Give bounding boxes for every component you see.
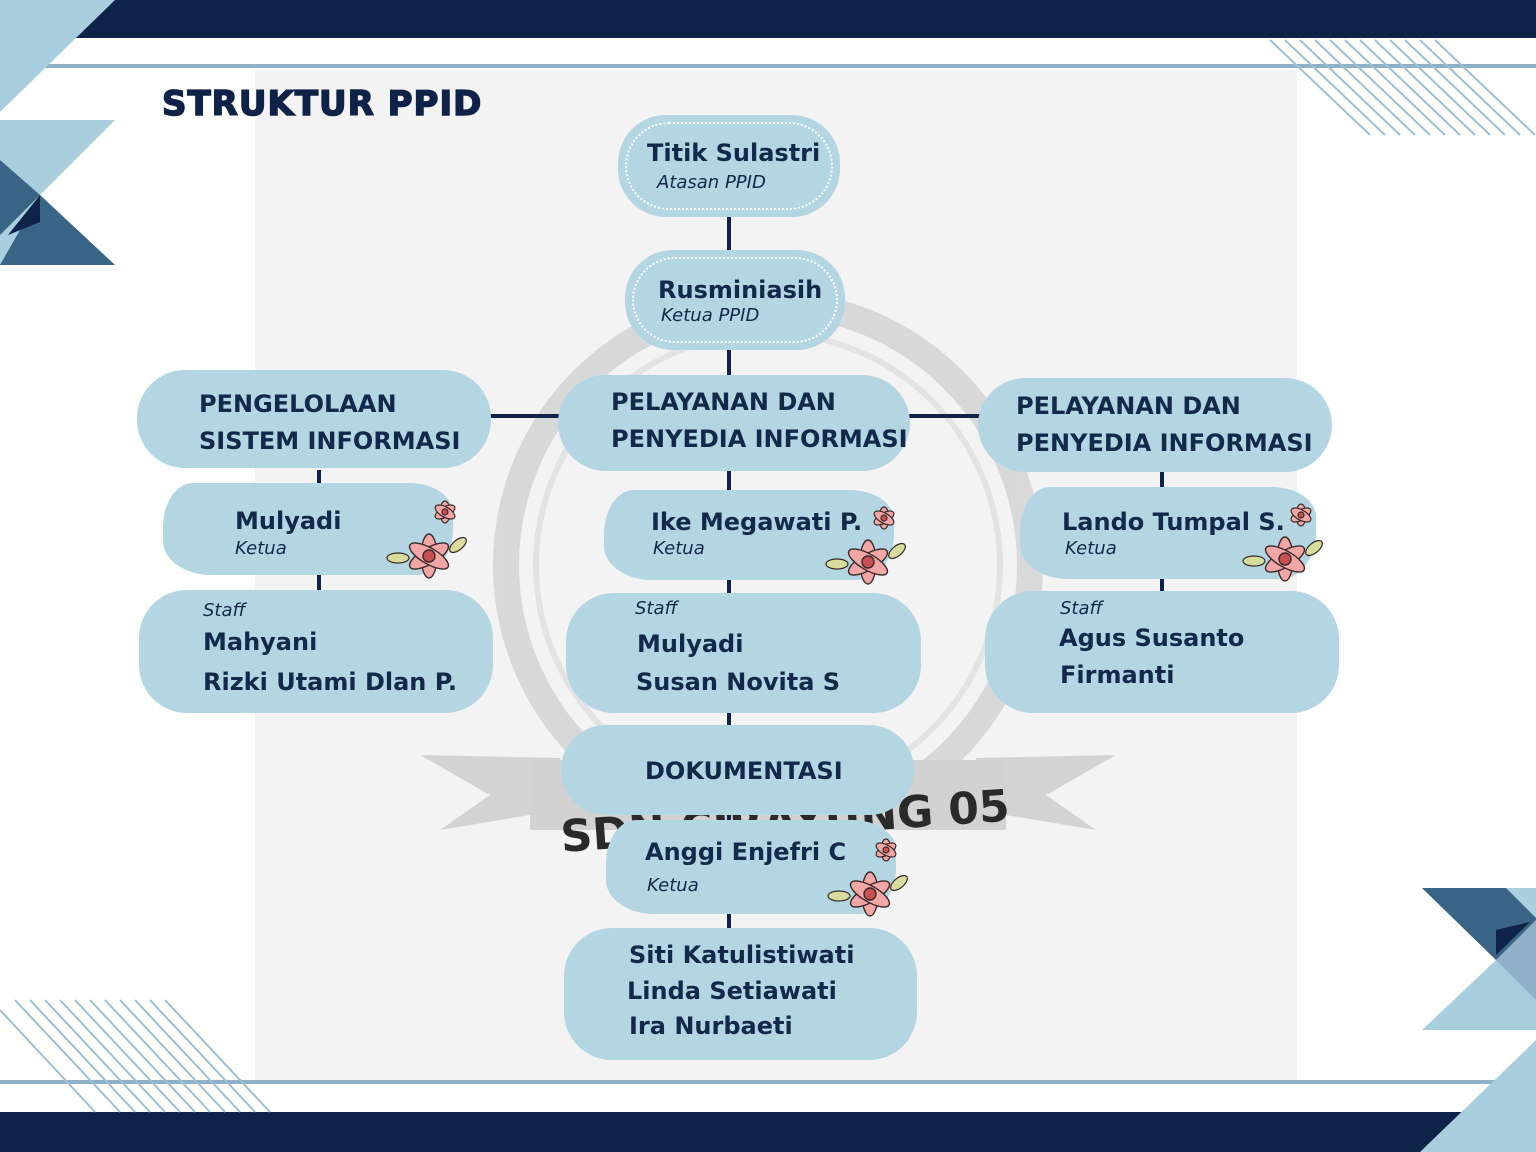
division-3-staff-1: Agus Susanto xyxy=(1059,624,1245,652)
division-3-line-1: PELAYANAN DAN xyxy=(1016,392,1241,420)
division-1-line-2: SISTEM INFORMASI xyxy=(199,427,461,455)
division-heading-3: PELAYANAN DAN PENYEDIA INFORMASI xyxy=(978,378,1332,472)
page-title: STRUKTUR PPID xyxy=(161,83,483,125)
flower-icon xyxy=(825,506,906,585)
division-1-staff-2: Rizki Utami Dlan P. xyxy=(203,668,458,696)
flower-icon xyxy=(386,500,467,579)
flower-icon xyxy=(1242,503,1323,582)
division-3-leader-name: Lando Tumpal S. xyxy=(1062,508,1285,536)
division-3-staff-label: Staff xyxy=(1060,598,1103,619)
atasan-role: Atasan PPID xyxy=(657,172,766,193)
division-1-staff: Staff Mahyani Rizki Utami Dlan P. xyxy=(139,590,493,713)
division-heading-1: PENGELOLAAN SISTEM INFORMASI xyxy=(137,370,491,468)
division-1-staff-1: Mahyani xyxy=(203,628,318,656)
documentation-leader-role: Ketua xyxy=(647,875,699,896)
division-2-leader-name: Ike Megawati P. xyxy=(651,508,863,536)
documentation-leader-name: Anggi Enjefri C xyxy=(645,838,847,866)
division-2-line-2: PENYEDIA INFORMASI xyxy=(611,425,908,453)
division-heading-2: PELAYANAN DAN PENYEDIA INFORMASI xyxy=(558,375,910,471)
division-3-staff-2: Firmanti xyxy=(1060,661,1175,689)
division-1-staff-label: Staff xyxy=(203,600,246,621)
division-1-line-1: PENGELOLAAN xyxy=(199,390,397,418)
division-2-leader: Ike Megawati P. Ketua xyxy=(604,490,894,580)
documentation-heading: DOKUMENTASI xyxy=(561,725,914,815)
division-2-staff-2: Susan Novita S xyxy=(636,668,841,696)
ketua-role: Ketua PPID xyxy=(661,305,760,326)
division-1-leader-role: Ketua xyxy=(235,538,287,559)
division-3-staff: Staff Agus Susanto Firmanti xyxy=(985,591,1339,713)
documentation-title: DOKUMENTASI xyxy=(645,757,843,785)
division-3-leader-role: Ketua xyxy=(1065,538,1117,559)
ketua-node: Rusminiasih Ketua PPID xyxy=(625,250,845,350)
division-2-staff-label: Staff xyxy=(635,598,678,619)
division-2-staff: Staff Mulyadi Susan Novita S xyxy=(566,593,921,713)
ketua-name: Rusminiasih xyxy=(658,276,823,304)
documentation-staff-2: Linda Setiawati xyxy=(627,977,837,1005)
atasan-name: Titik Sulastri xyxy=(647,139,821,167)
division-3-line-2: PENYEDIA INFORMASI xyxy=(1016,429,1313,457)
documentation-staff: Siti Katulistiwati Linda Setiawati Ira N… xyxy=(564,928,917,1060)
documentation-staff-1: Siti Katulistiwati xyxy=(629,941,855,969)
division-1-leader-name: Mulyadi xyxy=(235,507,342,535)
flower-icon xyxy=(827,838,908,917)
documentation-staff-3: Ira Nurbaeti xyxy=(629,1012,793,1040)
division-2-leader-role: Ketua xyxy=(653,538,705,559)
division-2-line-1: PELAYANAN DAN xyxy=(611,388,836,416)
division-2-staff-1: Mulyadi xyxy=(637,630,744,658)
atasan-node: Titik Sulastri Atasan PPID xyxy=(618,115,840,217)
